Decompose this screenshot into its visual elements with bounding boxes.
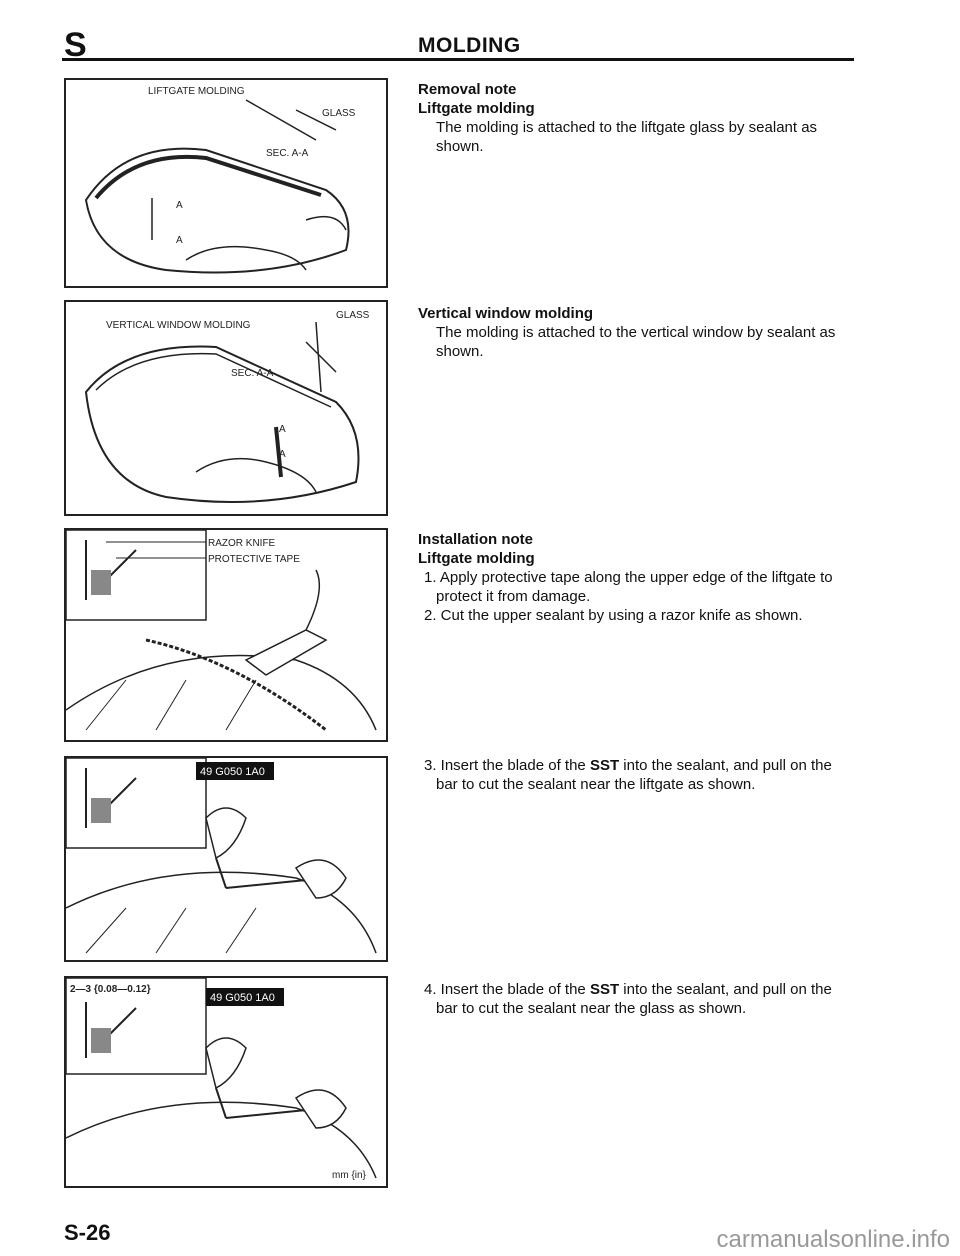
- removal-liftgate-text: Removal note Liftgate molding The moldin…: [418, 80, 848, 156]
- sst-label: SST: [589, 757, 620, 774]
- page-number: S-26: [64, 1220, 111, 1245]
- step-3-text: 3. Insert the blade of the SST into the …: [418, 756, 848, 794]
- label-sec-aa: SEC. A-A: [266, 148, 309, 159]
- figure-liftgate-molding: LIFTGATE MOLDING GLASS SEC. A-A A A: [64, 78, 388, 288]
- vertical-body: The molding is attached to the vertical …: [436, 324, 836, 360]
- unit-label: mm {in}: [332, 1170, 367, 1181]
- label-liftgate-molding: LIFTGATE MOLDING: [148, 86, 245, 97]
- razor-knife-illustration: RAZOR KNIFE PROTECTIVE TAPE: [66, 530, 377, 732]
- figure-vertical-window-molding: VERTICAL WINDOW MOLDING GLASS SEC. A-A A…: [64, 300, 388, 516]
- step-3: 3. Insert the blade of the SST into the …: [424, 757, 832, 793]
- watermark: carmanualsonline.info: [716, 1226, 950, 1253]
- dimension-label: 2—3 {0.08—0.12}: [70, 984, 151, 995]
- step-2: 2. Cut the upper sealant by using a razo…: [424, 607, 803, 624]
- install-subheading: Liftgate molding: [418, 550, 535, 567]
- figure-sst-liftgate: 49 G050 1A0: [64, 756, 388, 962]
- liftgate-heading: Liftgate molding: [418, 100, 535, 117]
- vertical-window-text: Vertical window molding The molding is a…: [418, 304, 848, 361]
- vertical-window-illustration: VERTICAL WINDOW MOLDING GLASS SEC. A-A A…: [84, 310, 370, 503]
- liftgate-body: The molding is attached to the liftgate …: [436, 119, 818, 155]
- install-heading: Installation note: [418, 531, 534, 548]
- sst-liftgate-illustration: 49 G050 1A0: [66, 758, 377, 954]
- sst-glass-illustration: 2—3 {0.08—0.12} 49 G050 1A0 mm {in}: [66, 978, 377, 1181]
- step-4-text: 4. Insert the blade of the SST into the …: [418, 980, 848, 1018]
- figure-sst-glass: 2—3 {0.08—0.12} 49 G050 1A0 mm {in}: [64, 976, 388, 1188]
- label-vertical-window-molding: VERTICAL WINDOW MOLDING: [106, 320, 251, 331]
- liftgate-molding-illustration: LIFTGATE MOLDING GLASS SEC. A-A A A: [84, 86, 356, 274]
- figure-razor-knife: RAZOR KNIFE PROTECTIVE TAPE: [64, 528, 388, 742]
- label-a-bottom: A: [279, 449, 286, 460]
- label-glass: GLASS: [336, 310, 370, 321]
- label-a-top: A: [279, 424, 286, 435]
- removal-heading: Removal note: [418, 81, 517, 98]
- installation-text: Installation note Liftgate molding 1. Ap…: [418, 530, 848, 625]
- label-glass: GLASS: [322, 108, 356, 119]
- label-a-top: A: [176, 200, 183, 211]
- sst-label: SST: [589, 981, 620, 998]
- label-sec-aa: SEC. A-A: [231, 368, 274, 379]
- label-a-bottom: A: [176, 235, 183, 246]
- tool-code-label: 49 G050 1A0: [200, 766, 265, 778]
- tool-code-label: 49 G050 1A0: [210, 992, 275, 1004]
- label-protective-tape: PROTECTIVE TAPE: [208, 554, 300, 565]
- step-4: 4. Insert the blade of the SST into the …: [424, 981, 832, 1017]
- label-razor-knife: RAZOR KNIFE: [208, 538, 276, 549]
- header-rule: [62, 58, 854, 61]
- section-letter: S: [64, 26, 87, 64]
- vertical-heading: Vertical window molding: [418, 305, 594, 322]
- page-title: MOLDING: [418, 34, 521, 57]
- step-1: 1. Apply protective tape along the upper…: [424, 569, 833, 605]
